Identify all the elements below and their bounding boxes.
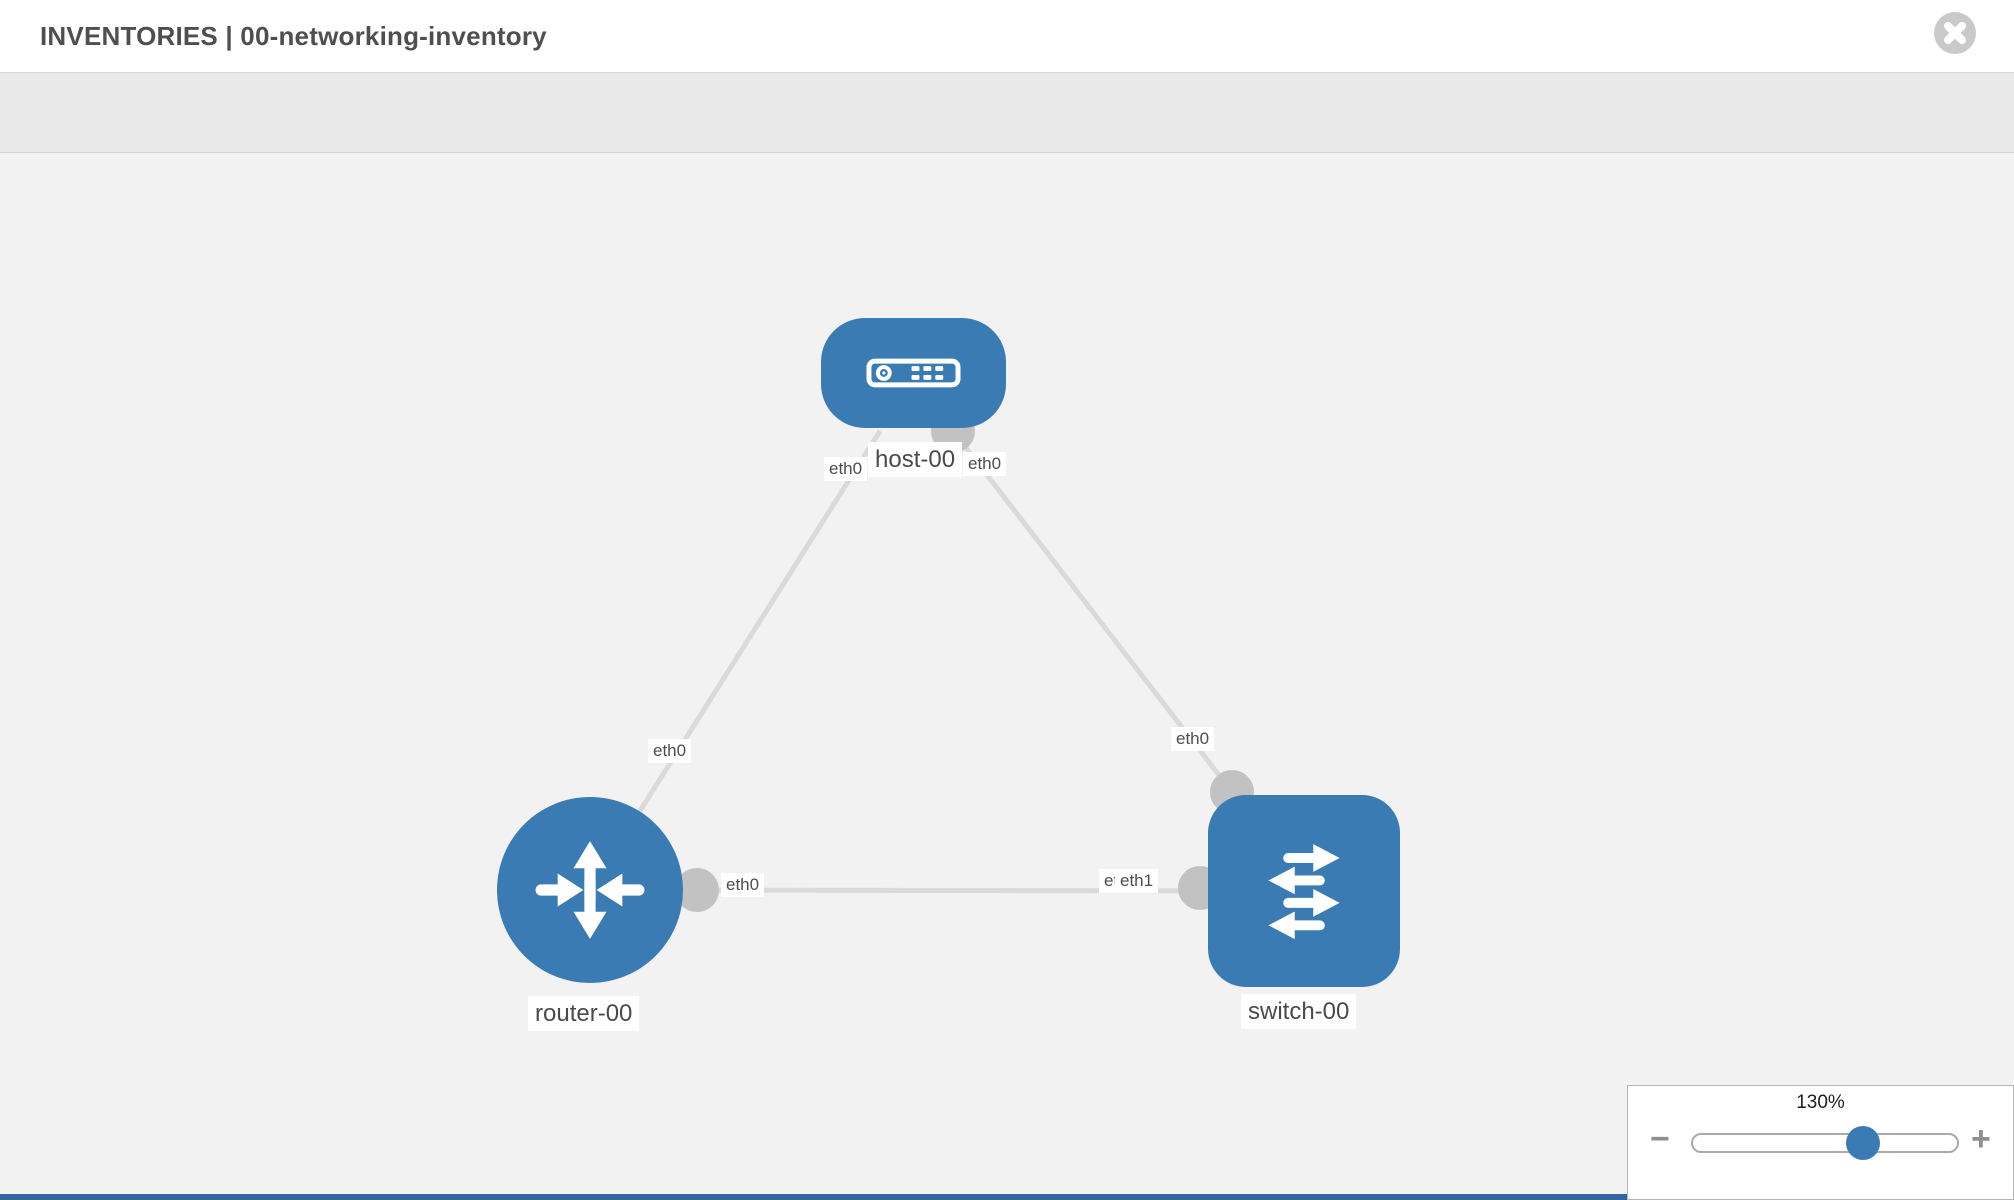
zoom-percentage: 130% (1796, 1092, 1845, 1113)
node-router[interactable] (497, 797, 683, 983)
switch-arrows-icon (1268, 844, 1340, 940)
zoom-in-button[interactable]: + (1971, 1120, 1991, 1158)
iface-label-host-eth0-right: eth0 (963, 452, 1007, 477)
header: INVENTORIES | 00-networking-inventory (0, 0, 2014, 73)
topology-links (587, 429, 1305, 894)
topology-canvas[interactable]: host-00 router-00 switch-00 eth0 eth0 et… (0, 153, 2014, 1200)
iface-label-switch-eth0: eth0 (1171, 727, 1215, 752)
node-host[interactable] (821, 318, 1006, 428)
node-label-switch: switch-00 (1241, 994, 1357, 1030)
node-switch[interactable] (1208, 795, 1400, 987)
node-label-host: host-00 (868, 442, 963, 478)
close-icon[interactable] (1934, 12, 1976, 54)
node-label-router: router-00 (528, 996, 640, 1032)
zoom-slider-track[interactable] (1691, 1133, 1959, 1153)
iface-label-router-eth0-up: eth0 (648, 739, 692, 764)
iface-label-switch-eth1: eth1 (1115, 869, 1159, 894)
iface-label-host-eth0-left: eth0 (824, 457, 868, 482)
iface-label-router-eth0: eth0 (721, 873, 765, 898)
zoom-out-button[interactable]: − (1650, 1120, 1670, 1158)
footer-strip (0, 1194, 1627, 1200)
router-arrows-icon (535, 841, 645, 939)
page-title: INVENTORIES | 00-networking-inventory (40, 20, 547, 51)
toolbar: ACTIONS SEARCH (0, 73, 2014, 216)
zoom-slider-handle[interactable] (1846, 1126, 1880, 1160)
server-icon (866, 358, 961, 388)
zoom-panel: 130% − + (1627, 1085, 2014, 1200)
